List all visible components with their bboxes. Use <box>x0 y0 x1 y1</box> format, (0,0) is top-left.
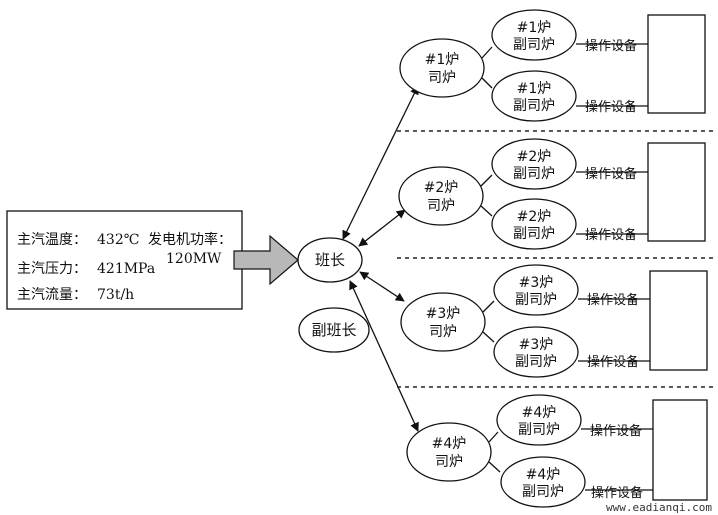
group-3-stoker: 司炉 <box>429 324 457 340</box>
pressure-label: 主汽压力： <box>17 261 87 277</box>
group-2-assist-boiler-a: #2炉 <box>517 149 552 165</box>
group-1-stoker: 司炉 <box>428 70 456 86</box>
arrow-leader-g2 <box>358 209 406 247</box>
power-value: 120MW <box>166 251 222 267</box>
temp-value: 432℃ <box>97 232 139 248</box>
group-4: #4炉 司炉 #4炉 副司炉 #4炉 副司炉 操作设备 操作设备 <box>406 394 708 508</box>
group-2-assist-role-b: 副司炉 <box>513 226 555 242</box>
group-3-assist-role-b: 副司炉 <box>515 354 557 370</box>
group-1: #1炉 司炉 #1炉 副司炉 #1炉 副司炉 操作设备 操作设备 <box>399 9 706 122</box>
group-4-assist-boiler-a: #4炉 <box>522 405 557 421</box>
group-2-equipment-a: 操作设备 <box>585 166 637 182</box>
deputy-leader-label: 副班长 <box>311 321 356 339</box>
group-2: #2炉 司炉 #2炉 副司炉 #2炉 副司炉 操作设备 操作设备 <box>398 138 706 250</box>
group-1-assist-role-a: 副司炉 <box>513 37 555 53</box>
group-4-assist-boiler-b: #4炉 <box>526 467 561 483</box>
group-1-equipment-b: 操作设备 <box>585 99 637 115</box>
group-4-equipment-a: 操作设备 <box>590 423 642 439</box>
temp-label: 主汽温度： <box>17 232 87 248</box>
group-1-assist-boiler-b: #1炉 <box>517 81 552 97</box>
group-1-assist-boiler-a: #1炉 <box>517 20 552 36</box>
group-3-assist-role-a: 副司炉 <box>515 292 557 308</box>
arrow-leader-g4 <box>349 280 419 432</box>
group-4-stoker: 司炉 <box>435 454 463 470</box>
power-label: 发电机功率： <box>148 231 232 248</box>
group-3-equipment-b: 操作设备 <box>587 354 639 370</box>
group-2-assist-boiler-b: #2炉 <box>517 209 552 225</box>
group-1-boiler: #1炉 <box>425 52 460 68</box>
group-2-equipment-b: 操作设备 <box>585 227 637 243</box>
arrow-leader-g1 <box>342 85 419 240</box>
pressure-value: 421MPa <box>97 261 155 277</box>
info-panel: 主汽温度： 432℃ 发电机功率： 120MW 主汽压力： 421MPa 主汽流… <box>6 210 243 310</box>
leader-label: 班长 <box>315 251 345 269</box>
group-3-assist-boiler-a: #3炉 <box>519 275 554 291</box>
group-2-assist-role-a: 副司炉 <box>513 166 555 182</box>
group-2-stoker: 司炉 <box>427 198 455 214</box>
leader-node: 班长 <box>297 237 363 283</box>
flow-value: 73t/h <box>97 287 134 303</box>
group-3: #3炉 司炉 #3炉 副司炉 #3炉 副司炉 操作设备 操作设备 <box>400 264 708 378</box>
arrow-leader-g3 <box>359 271 405 302</box>
deputy-leader-node: 副班长 <box>298 307 370 353</box>
group-3-equipment-a: 操作设备 <box>587 292 639 308</box>
group-4-equipment-b: 操作设备 <box>591 485 643 501</box>
group-3-boiler: #3炉 <box>426 306 461 322</box>
flow-arrow <box>233 234 299 286</box>
group-2-boiler: #2炉 <box>424 180 459 196</box>
group-4-assist-role-b: 副司炉 <box>522 484 564 500</box>
group-4-boiler: #4炉 <box>432 436 467 452</box>
group-3-assist-boiler-b: #3炉 <box>519 337 554 353</box>
watermark: www.eadianqi.com <box>606 501 712 514</box>
group-1-assist-role-b: 副司炉 <box>513 98 555 114</box>
group-4-assist-role-a: 副司炉 <box>518 422 560 438</box>
flow-label: 主汽流量： <box>17 287 87 303</box>
group-1-equipment-a: 操作设备 <box>585 38 637 54</box>
